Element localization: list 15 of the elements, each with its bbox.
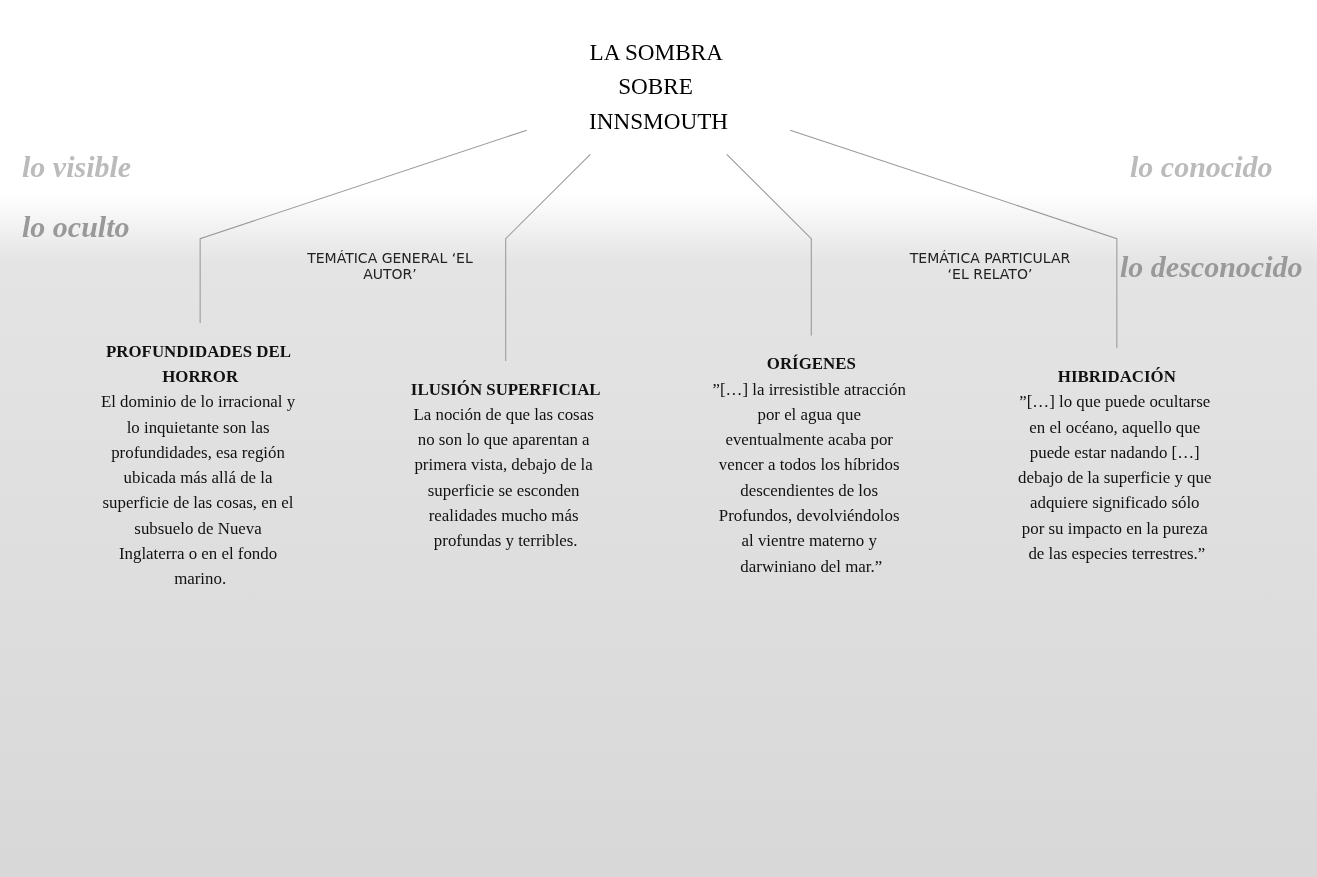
connector bbox=[789, 129, 1118, 349]
region-label: lo desconocido bbox=[1120, 250, 1303, 284]
connector bbox=[199, 129, 528, 324]
region-label: lo conocido bbox=[1130, 150, 1273, 184]
connector bbox=[726, 153, 812, 337]
theme-label: TEMÁTICA PARTICULAR ‘EL RELATO’ bbox=[908, 250, 1072, 282]
node-text: ORÍGENES ”[…] la irresistible atracción por el agua que eventualmente acaba por vencer a todos los híbridos descendientes de los Profundos, devolviéndolos al vientre materno y darwiniano del mar.” bbox=[712, 354, 906, 575]
node-text: HIBRIDACIÓN ”[…] lo que puede ocultarse en el océano, aquello que puede estar nadando […] debajo de la superficie y que adquiere significado sólo por su impacto en la pureza de las especies terrestres.” bbox=[1018, 367, 1212, 563]
node-text: LA SOMBRA SOBRE INNSMOUTH bbox=[588, 38, 729, 135]
region-label: lo oculto bbox=[22, 210, 130, 244]
node-text: ILUSIÓN SUPERFICIAL La noción de que las cosas no son lo que aparentan a primera vista, debajo de la superficie se esconden realidades mucho más profundas y terribles. bbox=[410, 379, 601, 550]
connector bbox=[505, 153, 591, 362]
node-text: PROFUNDIDADES DEL HORROR El dominio de lo irracional y lo inquietante son las profundidades, esa región ubicada más allá de la superficie de las cosas, en el subsuelo de Nueva Inglaterra o en el fondo marino. bbox=[100, 341, 296, 588]
region-label: lo visible bbox=[22, 150, 132, 184]
theme-label: TEMÁTICA GENERAL ‘EL AUTOR’ bbox=[306, 250, 474, 282]
